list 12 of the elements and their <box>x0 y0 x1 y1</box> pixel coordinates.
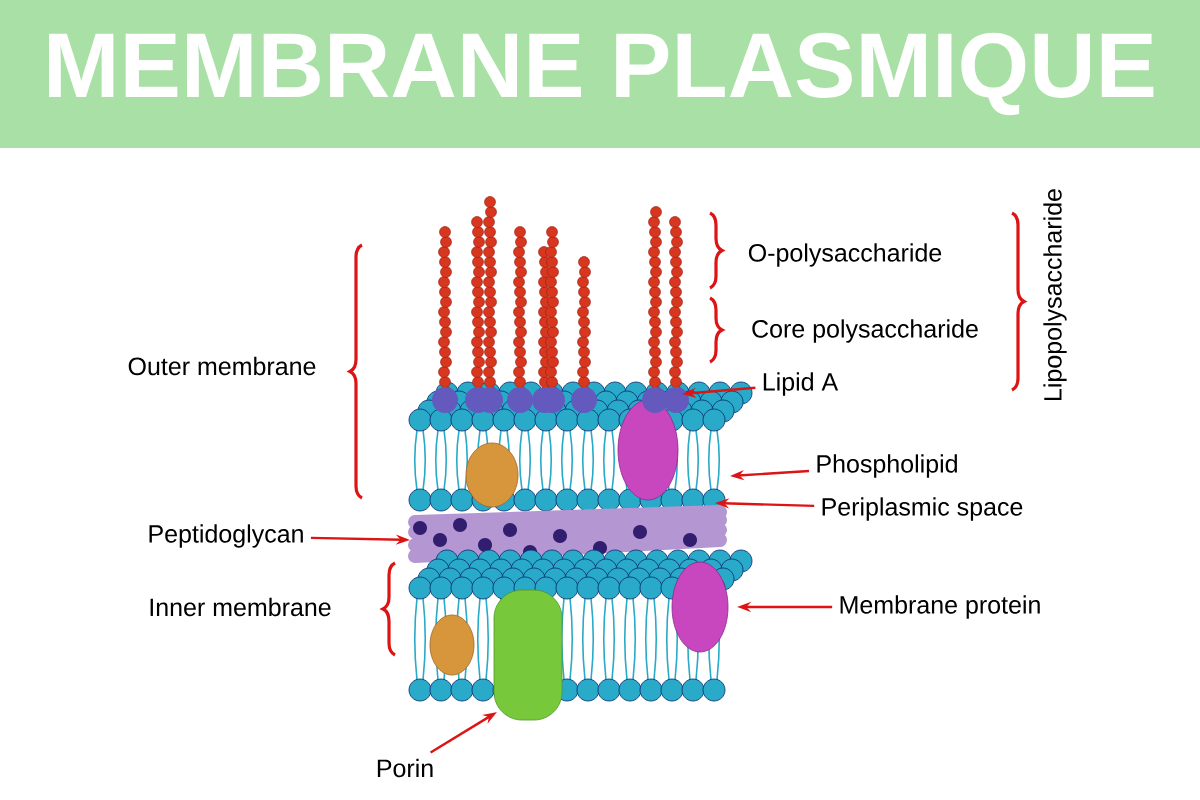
part-label: Peptidoglycan <box>149 524 303 548</box>
part-label: Inner membrane <box>150 597 331 617</box>
title-banner: MEMBRANE PLASMIQUE <box>0 0 1200 148</box>
part-label: Outer membrane <box>128 356 316 376</box>
part-label: Porin <box>377 758 433 778</box>
part-label: Membrane protein <box>840 595 1040 619</box>
part-label: Phospholipid <box>817 454 957 478</box>
part-label: Lipopolysaccharide <box>1043 189 1067 400</box>
part-label: Lipid A <box>763 372 839 396</box>
part-label: O-polysaccharide <box>748 243 942 267</box>
part-label: Periplasmic space <box>822 497 1023 521</box>
part-label: Core polysaccharide <box>752 319 978 343</box>
